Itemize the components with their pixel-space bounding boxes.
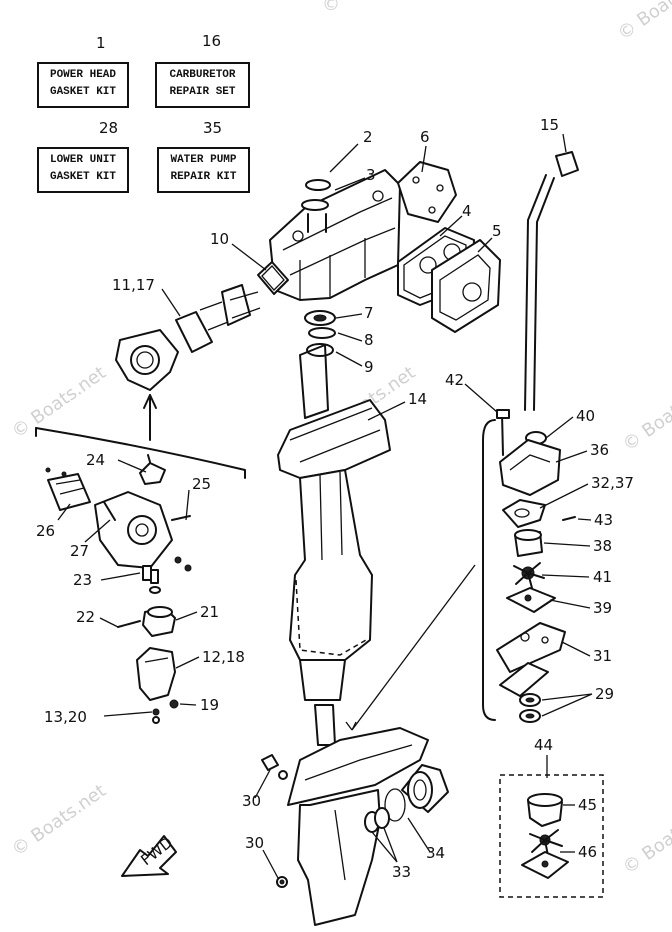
power-head-assembly[interactable] — [257, 169, 401, 301]
callout-30-upper: 30 — [242, 792, 261, 810]
callout-33: 33 — [392, 863, 411, 881]
callout-27: 27 — [70, 542, 89, 560]
callout-29: 29 — [595, 685, 614, 703]
callout-24: 24 — [86, 451, 105, 469]
kit-box-carburetor-repair[interactable]: CARBURETOR REPAIR SET — [155, 62, 250, 108]
kit-number-1: 1 — [96, 34, 106, 52]
kit-number-35: 35 — [203, 119, 223, 137]
callout-30-lower: 30 — [245, 834, 264, 852]
impeller-icon — [513, 562, 545, 589]
callout-22: 22 — [76, 608, 95, 626]
callout-25: 25 — [192, 475, 211, 493]
water-pump-stack[interactable] — [482, 409, 576, 723]
callout-46: 46 — [578, 843, 597, 861]
callout-21: 21 — [200, 603, 219, 621]
callout-8: 8 — [364, 331, 374, 349]
callout-6: 6 — [420, 128, 430, 146]
cover-plate-6[interactable] — [397, 161, 457, 223]
callout-23: 23 — [73, 571, 92, 589]
callout-31: 31 — [593, 647, 612, 665]
kit-number-16: 16 — [202, 32, 222, 50]
callout-45: 45 — [578, 796, 597, 814]
callout-labels: 2 3 6 4 5 15 10 11,17 7 8 9 14 42 40 36 … — [36, 116, 634, 881]
intake-bracket[interactable] — [115, 284, 261, 391]
drive-shaft-housing[interactable] — [277, 344, 391, 746]
callout-40: 40 — [576, 407, 595, 425]
callout-13-20: 13,20 — [44, 708, 87, 726]
callout-41: 41 — [593, 568, 612, 586]
callout-4: 4 — [462, 202, 472, 220]
callout-19: 19 — [200, 696, 219, 714]
callout-12-18: 12,18 — [202, 648, 245, 666]
callout-14: 14 — [408, 390, 427, 408]
water-pump-kit-44[interactable] — [499, 774, 604, 898]
callout-38: 38 — [593, 537, 612, 555]
callout-11-17: 11,17 — [112, 276, 155, 294]
callout-32-37: 32,37 — [591, 474, 634, 492]
callout-26: 26 — [36, 522, 55, 540]
callout-15: 15 — [540, 116, 559, 134]
leader-lines — [57, 133, 593, 879]
callout-9: 9 — [364, 358, 374, 376]
seal-stack-7-8-9[interactable] — [304, 310, 336, 357]
kit-label-line1: CARBURETOR — [169, 69, 236, 81]
kit-box-water-pump-repair[interactable]: WATER PUMP REPAIR KIT — [157, 147, 250, 193]
callout-7: 7 — [364, 304, 374, 322]
cover-5[interactable] — [431, 239, 501, 333]
callout-34: 34 — [426, 844, 445, 862]
carburetor-detail[interactable] — [35, 394, 246, 724]
kit-box-lower-unit-gasket[interactable]: LOWER UNIT GASKET KIT — [37, 147, 129, 193]
kit-label-line2: GASKET KIT — [49, 86, 116, 98]
kit-label-line2: REPAIR SET — [169, 86, 236, 98]
callout-10: 10 — [210, 230, 229, 248]
callout-3: 3 — [366, 166, 376, 184]
fwd-arrow-icon: FWD — [121, 833, 177, 877]
kit-label-line1: POWER HEAD — [49, 69, 116, 81]
callout-5: 5 — [492, 222, 502, 240]
kit-number-28: 28 — [99, 119, 119, 137]
callout-43: 43 — [594, 511, 613, 529]
kit-label-line1: WATER PUMP — [170, 154, 237, 166]
callout-42: 42 — [445, 371, 464, 389]
callout-36: 36 — [590, 441, 609, 459]
kit-label-line2: GASKET KIT — [49, 171, 116, 183]
gearcase-lower-unit[interactable] — [261, 727, 449, 926]
callout-44: 44 — [534, 736, 553, 754]
water-tube-15[interactable] — [524, 151, 579, 411]
kit-label-line2: REPAIR KIT — [170, 171, 237, 183]
kit-box-power-head-gasket[interactable]: POWER HEAD GASKET KIT — [37, 62, 129, 108]
kit-label-line1: LOWER UNIT — [49, 154, 116, 166]
callout-2: 2 — [363, 128, 373, 146]
callout-39: 39 — [593, 599, 612, 617]
watermark: © — [322, 0, 340, 15]
